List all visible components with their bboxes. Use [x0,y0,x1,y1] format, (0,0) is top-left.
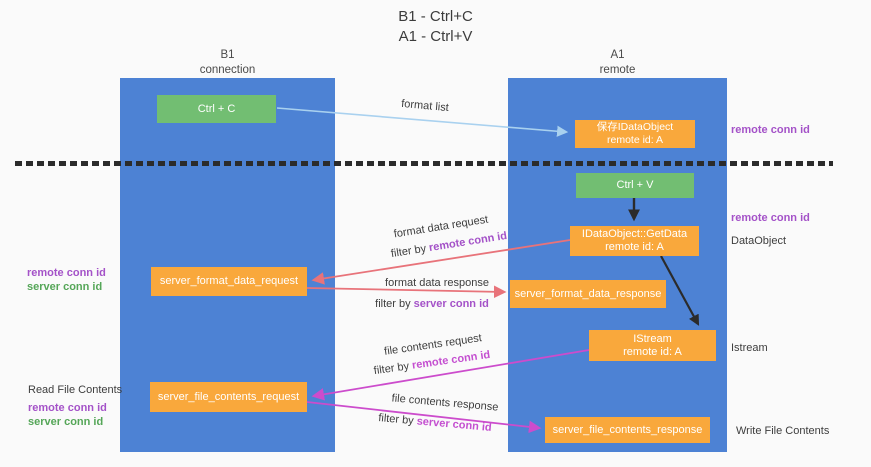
annotation-left-file-ids: Read File Contents remote conn id server… [28,383,122,429]
filter-by-text: filter by [377,412,418,428]
server-file-contents-response-label: server_file_contents_response [552,423,703,436]
format-data-response-label: format data response [385,277,489,289]
format-list-label: format list [400,97,450,115]
getdata-line1: IDataObject::GetData [581,228,688,240]
annotation-remote-conn-id-ctrlv: remote conn id [731,212,810,224]
read-file-contents-label: Read File Contents [28,384,123,396]
right-lane-header: A1 remote [508,48,727,78]
istream-node: IStream remote id: A [589,330,716,361]
server-conn-id-key: server conn id [413,298,489,310]
title-line-1: B1 - Ctrl+C [398,8,473,25]
remote-conn-id-label: remote conn id [27,267,106,279]
copy-paste-separator-line [15,161,833,166]
istream-line1: IStream [633,332,672,345]
server-format-data-request-label: server_format_data_request [159,275,299,287]
server-conn-id-key: server conn id [416,415,493,434]
save-idataobject-node: 保存IDataObject remote id: A [575,120,695,148]
save-idataobject-line2: remote id: A [606,134,664,146]
filter-by-text: filter by [373,359,413,378]
idataobject-getdata-node: IDataObject::GetData remote id: A [570,226,699,256]
annotation-dataobject: DataObject [731,235,787,247]
left-lane-header: B1 connection [120,48,335,78]
ctrl-v-node: Ctrl + V [576,173,694,198]
remote-conn-id-label: remote conn id [28,402,107,414]
save-idataobject-line1: 保存IDataObject [596,121,674,133]
annotation-write-file-contents: Write File Contents [736,425,830,437]
filter-by-text: filter by [375,298,414,310]
server-conn-id-label: server conn id [27,281,103,293]
ctrl-c-label: Ctrl + C [197,102,236,115]
format-data-response-filter-label: filter by server conn id [375,298,489,310]
file-contents-response-filter-label: filter by server conn id [378,412,492,434]
left-lane-name: B1 [220,49,235,61]
annotation-remote-conn-id-top: remote conn id [731,124,810,136]
annotation-istream: Istream [731,342,768,354]
remote-conn-id-key: remote conn id [428,229,508,255]
server-format-data-response-node: server_format_data_response [510,280,666,308]
diagram-title: B1 - Ctrl+C A1 - Ctrl+V [0,7,871,47]
right-lane-name: A1 [610,49,625,61]
annotation-left-format-ids: remote conn id server conn id [27,266,106,294]
file-contents-response-label: file contents response [391,392,499,414]
ctrl-c-node: Ctrl + C [157,95,276,123]
ctrl-v-label: Ctrl + V [616,179,654,191]
filter-by-text: filter by [390,242,431,261]
left-lane-role: connection [199,64,256,76]
server-format-data-request-node: server_format_data_request [151,267,307,296]
getdata-line2: remote id: A [605,241,664,253]
server-conn-id-label: server conn id [28,416,104,428]
server-file-contents-request-node: server_file_contents_request [150,382,307,412]
title-line-2: A1 - Ctrl+V [398,28,473,45]
server-file-contents-request-label: server_file_contents_request [157,390,300,403]
server-file-contents-response-node: server_file_contents_response [545,417,710,443]
server-format-data-response-label: server_format_data_response [514,287,662,300]
istream-line2: remote id: A [623,345,682,358]
right-lane-role: remote [599,64,636,76]
